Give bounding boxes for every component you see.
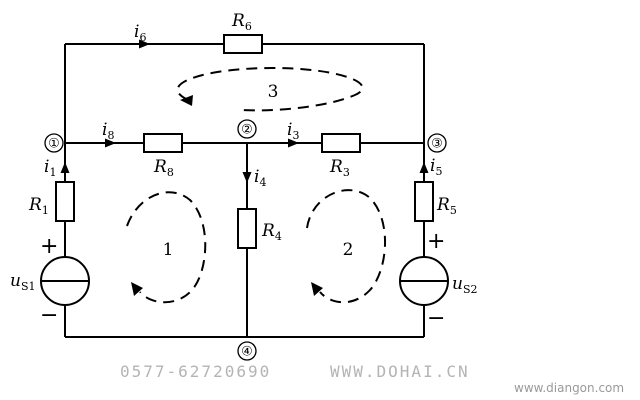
resistor-r3 [321,133,361,153]
arrow-i6 [139,39,150,49]
wires [64,43,425,338]
label-r3: R3 [329,157,350,179]
arrow-i8 [105,138,116,148]
resistor-r8 [143,133,183,153]
node-4: ④ [237,341,257,361]
arrow-i1 [60,162,70,173]
loop-label-1: 1 [163,240,174,260]
watermark-site2: www.diangon.com [514,381,624,395]
mesh-loop-2: 2 [306,189,387,304]
svg-text:③: ③ [431,137,443,152]
label-i6: i6 [134,22,146,44]
label-i8: i8 [102,120,114,142]
resistor-r5 [414,181,434,222]
us1-plus-sign: + [40,234,58,259]
voltage-source-us1 [40,256,90,306]
label-i1: i1 [44,157,56,179]
node-3: ③ [427,133,447,153]
arrow-i3 [288,138,299,148]
label-r5: R5 [436,195,457,217]
label-i3: i3 [287,120,299,142]
watermark-site: WWW.DOHAI.CN [330,362,470,381]
label-r1: R1 [28,195,49,217]
loop-label-3: 3 [268,82,279,102]
label-us1: uS1 [10,271,36,293]
resistor-r1 [55,181,75,222]
label-i4: i4 [254,167,266,189]
label-i5: i5 [430,156,442,178]
us2-minus-sign: − [427,306,445,331]
arrow-i5 [419,162,429,173]
mesh-loop-3: 3 [176,66,364,112]
label-us2: uS2 [452,274,478,296]
label-r8: R8 [153,157,174,179]
resistor-r4 [237,208,257,249]
loop-label-2: 2 [343,240,354,260]
node-1: ① [44,133,64,153]
svg-text:②: ② [241,123,253,138]
us1-minus-sign: − [40,303,58,328]
watermark-phone: 0577-62720690 [120,362,271,381]
resistor-r6 [223,34,263,54]
svg-text:④: ④ [241,345,253,360]
label-r4: R4 [261,221,282,243]
arrow-i4 [242,172,252,183]
label-r6: R6 [231,11,252,33]
mesh-loop-1: 1 [126,191,207,304]
us2-plus-sign: + [427,229,445,254]
svg-text:①: ① [48,137,60,152]
node-2: ② [237,119,257,139]
voltage-source-us2 [399,256,449,306]
